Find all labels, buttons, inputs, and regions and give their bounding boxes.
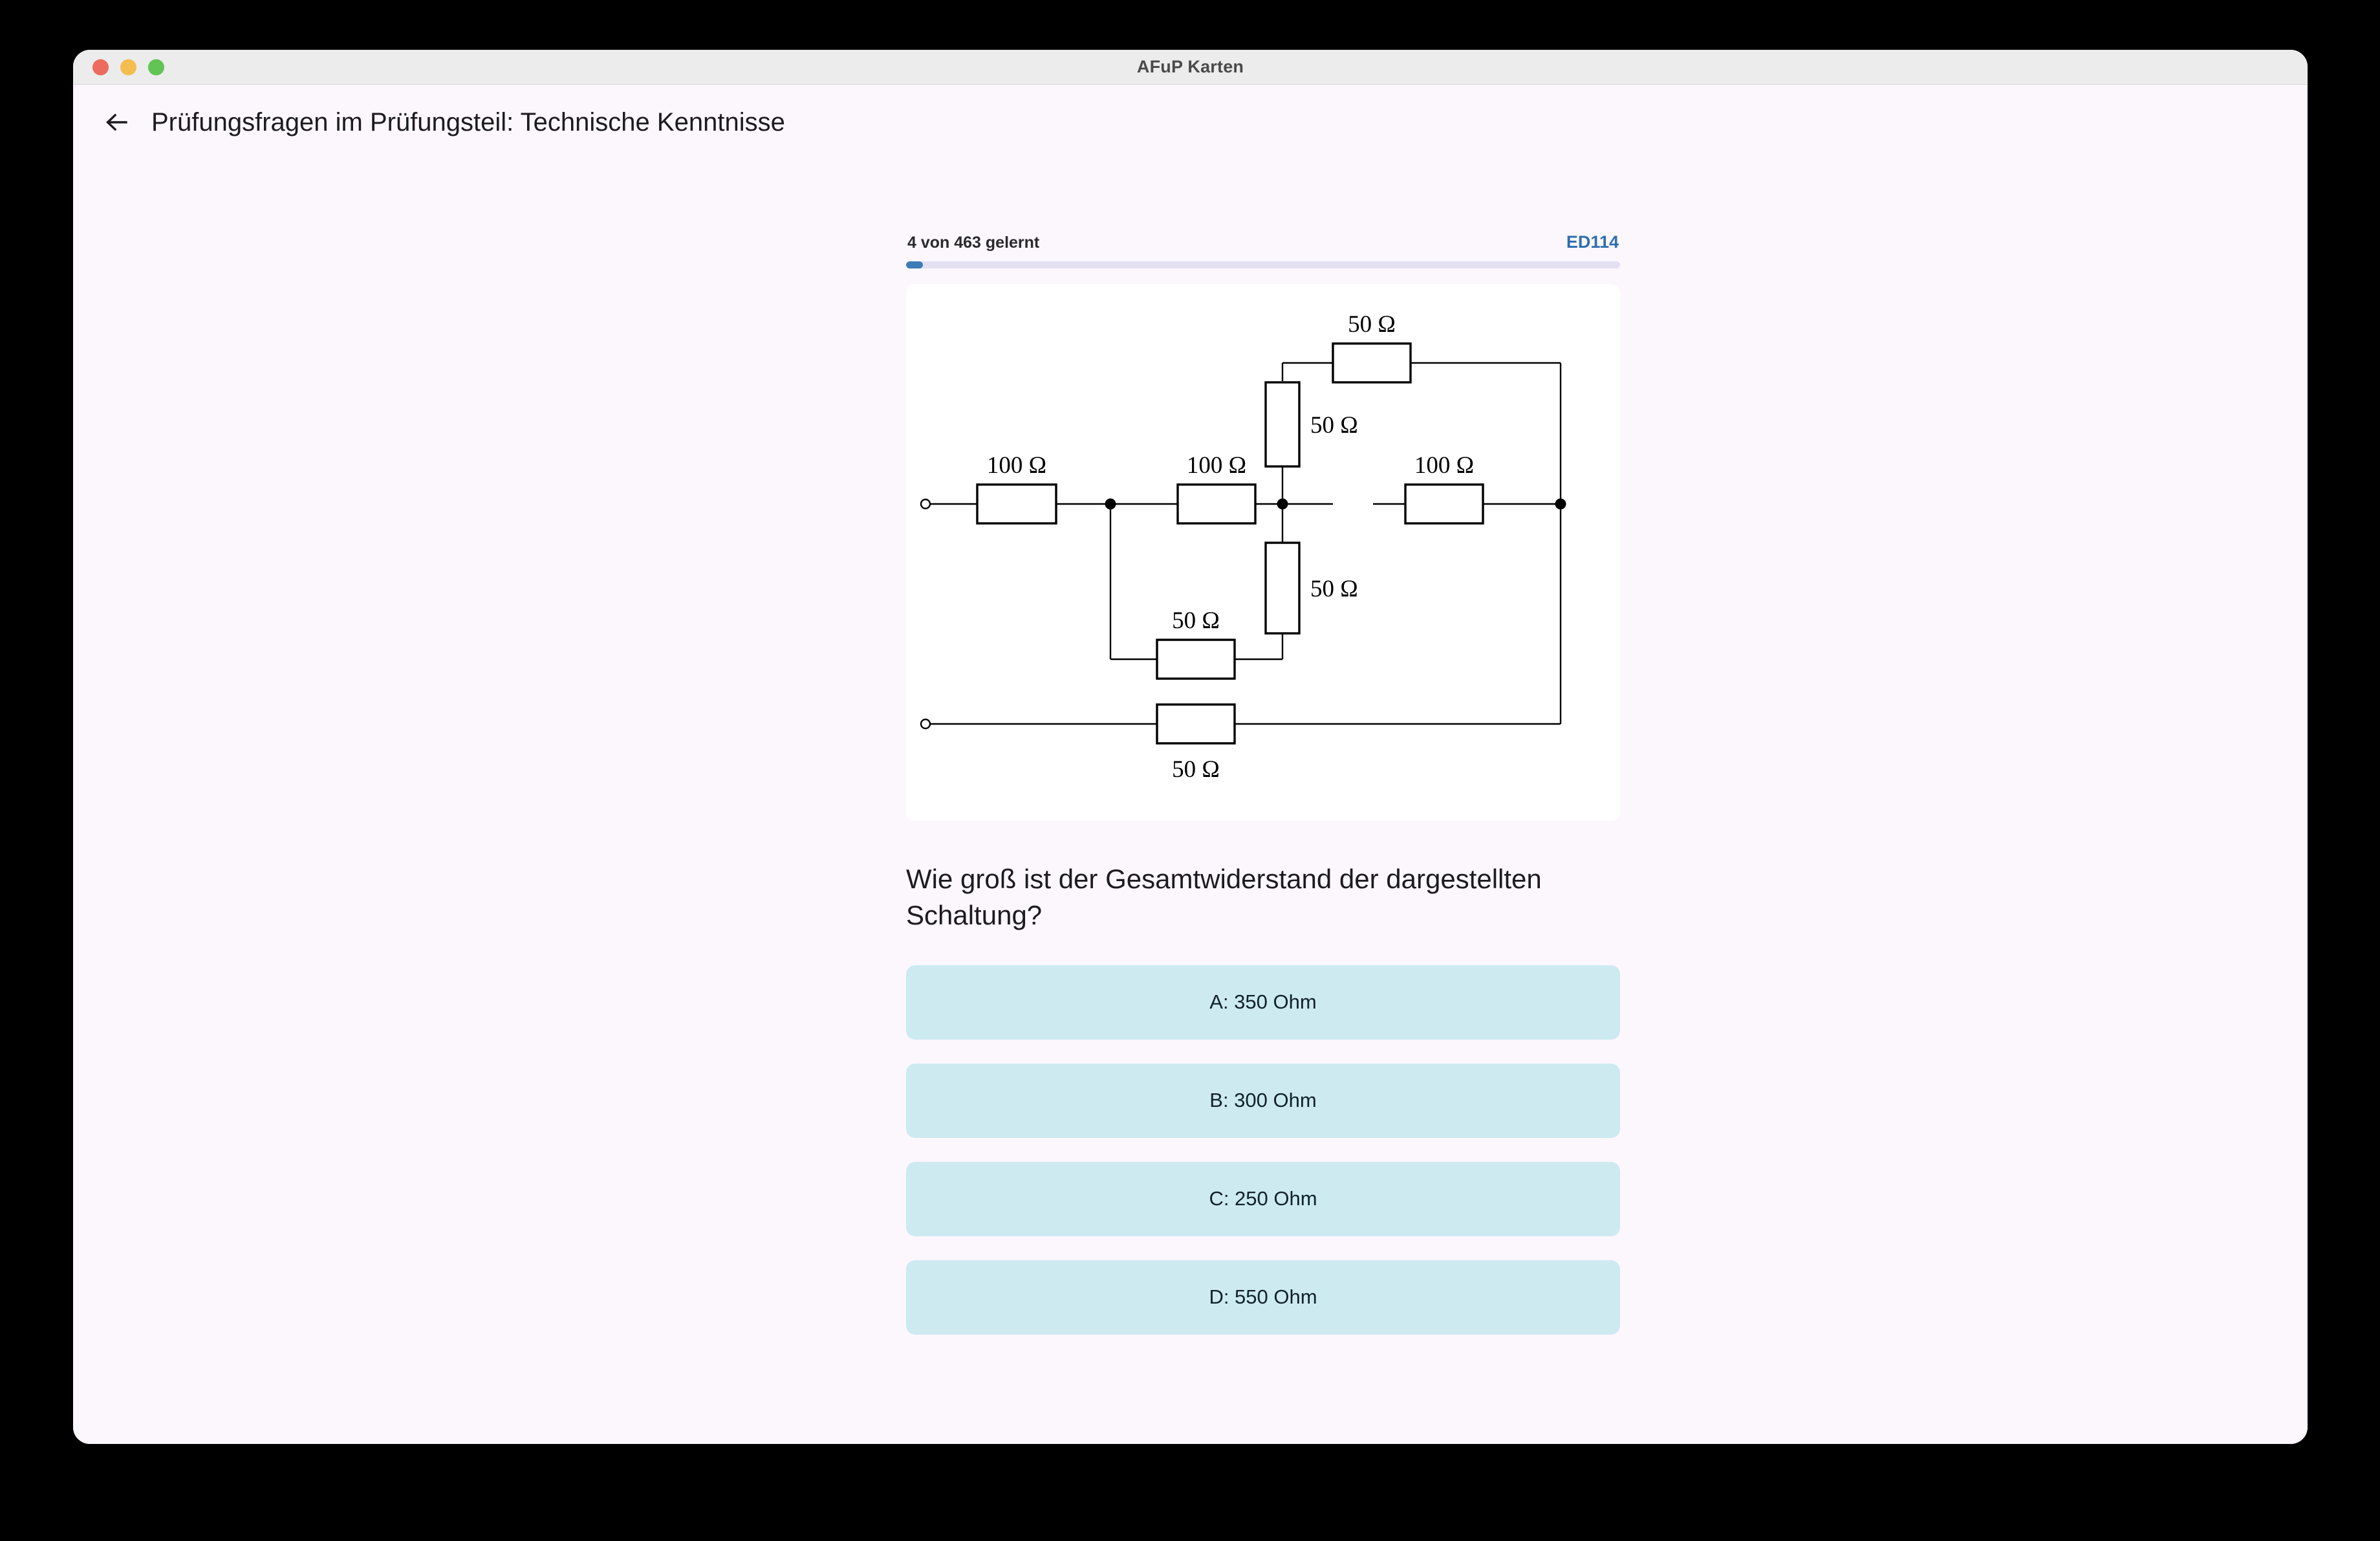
label-mid-50: 50 Ω [1172,607,1220,634]
answer-list: A: 350 Ohm B: 300 Ohm C: 250 Ohm D: 550 … [906,965,1620,1335]
junction-dot-mid [1277,498,1288,510]
window-titlebar: AFuP Karten [73,50,2308,85]
label-vert-upper-50: 50 Ω [1310,412,1358,439]
arrow-left-icon [103,109,130,136]
resistor-r1 [976,483,1057,525]
answer-option-a[interactable]: A: 350 Ohm [906,965,1620,1040]
resistor-vert-lower-50 [1264,541,1301,635]
minimize-window-button[interactable] [120,59,136,75]
app-window: AFuP Karten Prüfungsfragen im Prüfungste… [73,50,2308,1444]
circuit-diagram-card: 100 Ω 100 Ω 100 Ω 50 Ω 50 Ω 50 Ω 50 Ω 50… [906,284,1620,821]
answer-option-a-label: A: 350 Ohm [1209,990,1317,1014]
label-bottom-50: 50 Ω [1172,756,1220,783]
resistor-vert-upper-50 [1264,381,1301,468]
app-content: Prüfungsfragen im Prüfungsteil: Technisc… [73,85,2308,1444]
resistor-bottom-50 [1156,703,1236,745]
maximize-window-button[interactable] [148,59,164,75]
junction-dot-right [1555,498,1566,510]
progress-bar-fill [906,261,923,268]
resistor-r2 [1176,483,1257,525]
back-button[interactable] [98,104,135,140]
progress-row: 4 von 463 gelernt ED114 [906,232,1620,252]
traffic-light-controls [92,59,164,75]
answer-option-d-label: D: 550 Ohm [1209,1285,1317,1309]
answer-option-b[interactable]: B: 300 Ohm [906,1063,1620,1138]
resistor-mid-50 [1156,639,1236,680]
progress-bar [906,261,1620,268]
page-header: Prüfungsfragen im Prüfungsteil: Technisc… [73,85,2308,140]
label-r2: 100 Ω [1187,452,1246,479]
terminal-bottom [920,718,931,730]
label-top-50: 50 Ω [1348,311,1396,338]
resistor-top-50 [1332,342,1412,384]
resistor-r3 [1404,483,1484,525]
deck-code-badge[interactable]: ED114 [1566,232,1619,252]
progress-label: 4 von 463 gelernt [907,234,1040,252]
question-text: Wie groß ist der Gesamtwiderstand der da… [906,864,1542,931]
terminal-top [920,498,931,510]
circuit-diagram-svg: 100 Ω 100 Ω 100 Ω 50 Ω 50 Ω 50 Ω 50 Ω 50… [920,311,1566,783]
close-window-button[interactable] [92,59,109,75]
label-r1: 100 Ω [987,452,1046,479]
window-title: AFuP Karten [1136,57,1244,76]
answer-option-c[interactable]: C: 250 Ohm [906,1161,1620,1236]
label-r3: 100 Ω [1414,452,1474,479]
card-column: 4 von 463 gelernt ED114 [906,232,1620,1335]
answer-option-d[interactable]: D: 550 Ohm [906,1260,1620,1335]
junction-dot-left [1105,498,1116,510]
answer-option-b-label: B: 300 Ohm [1209,1089,1317,1112]
answer-option-c-label: C: 250 Ohm [1209,1187,1317,1210]
label-vert-lower-50: 50 Ω [1310,576,1358,602]
page-title: Prüfungsfragen im Prüfungsteil: Technisc… [151,107,785,137]
